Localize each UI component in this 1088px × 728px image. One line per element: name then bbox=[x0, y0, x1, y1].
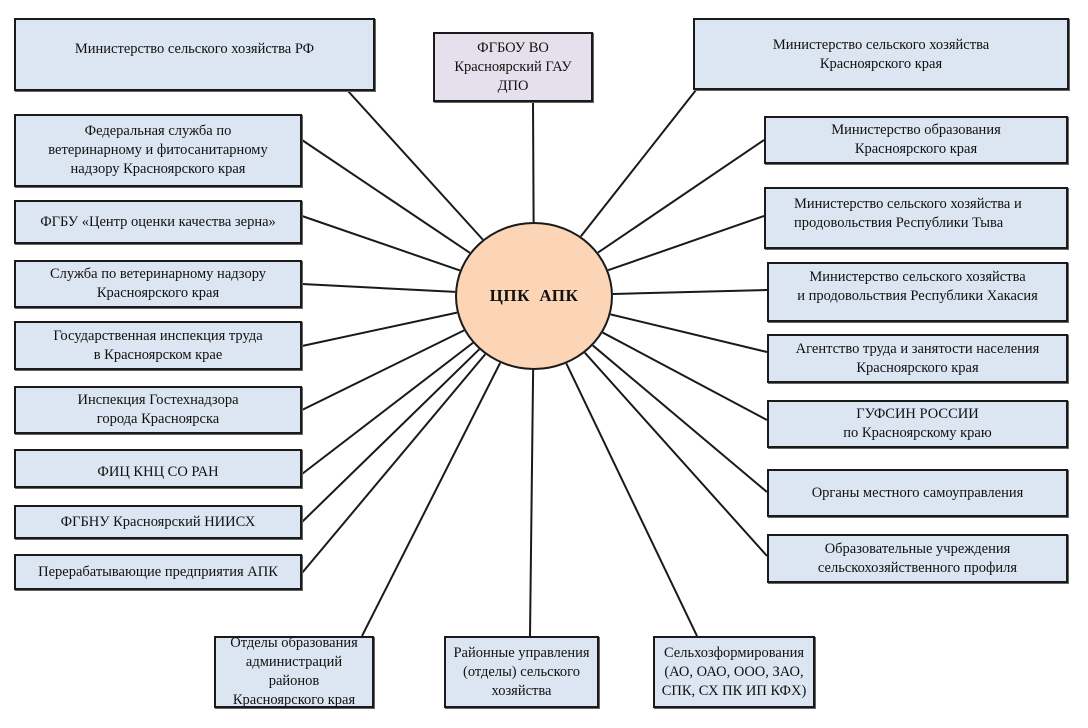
connector-gau bbox=[532, 101, 535, 223]
connector-minselhoz-hakasia bbox=[612, 289, 768, 295]
node-processing: Перерабатывающие предприятия АПК bbox=[14, 554, 302, 590]
node-local-gov: Органы местного самоуправления bbox=[767, 469, 1068, 517]
center-node: ЦПК АПК bbox=[455, 222, 613, 370]
connector-labor-agency bbox=[610, 313, 768, 353]
connector-processing bbox=[301, 353, 487, 574]
node-gufsin: ГУФСИН РОССИИ по Красноярскому краю bbox=[767, 400, 1068, 448]
node-vet-service: Служба по ветеринарному надзору Краснояр… bbox=[14, 260, 302, 308]
connector-minselhoz-tyva bbox=[607, 215, 765, 272]
connector-edu-departments bbox=[361, 362, 502, 637]
node-minselhoz-kray: Министерство сельского хозяйства Красноя… bbox=[693, 18, 1069, 90]
node-gau: ФГБОУ ВО Красноярский ГАУ ДПО bbox=[433, 32, 593, 102]
node-minselhoz-tyva: Министерство сельского хозяйства и продо… bbox=[764, 187, 1068, 249]
node-minselhoz-rf: Министерство сельского хозяйства РФ bbox=[14, 18, 375, 91]
connector-minselhoz-rf bbox=[347, 90, 484, 241]
node-agri-departments: Районные управления (отделы) сельского х… bbox=[444, 636, 599, 708]
connector-edu-institutions bbox=[584, 352, 768, 557]
connector-gufsin bbox=[602, 331, 768, 421]
connector-fic-knc bbox=[301, 342, 474, 475]
node-labor-agency: Агентство труда и занятости населения Кр… bbox=[767, 334, 1068, 383]
connector-local-gov bbox=[592, 344, 768, 493]
connector-minselhoz-kray bbox=[580, 89, 697, 238]
connector-minobr-kray bbox=[597, 139, 765, 254]
node-niish: ФГБНУ Красноярский НИИСХ bbox=[14, 505, 302, 539]
connector-agri-departments bbox=[529, 369, 535, 637]
connector-rosselhoznadzor bbox=[301, 139, 471, 254]
connector-grain-center bbox=[301, 215, 461, 272]
connector-labor-inspection bbox=[301, 311, 458, 347]
node-agri-enterprises: Сельхозформирования (АО, ОАО, ООО, ЗАО, … bbox=[653, 636, 815, 708]
node-edu-institutions: Образовательные учреждения сельскохозяйс… bbox=[767, 534, 1068, 583]
node-labor-inspection: Государственная инспекция труда в Красно… bbox=[14, 321, 302, 370]
node-edu-departments: Отделы образования администраций районов… bbox=[214, 635, 374, 708]
connector-agri-enterprises bbox=[565, 363, 698, 637]
node-gostehnadzor: Инспекция Гостехнадзора города Красноярс… bbox=[14, 386, 302, 434]
node-minselhoz-hakasia: Министерство сельского хозяйства и продо… bbox=[767, 262, 1068, 322]
connector-vet-service bbox=[301, 283, 456, 293]
node-rosselhoznadzor: Федеральная служба по ветеринарному и фи… bbox=[14, 114, 302, 187]
node-grain-center: ФГБУ «Центр оценки качества зерна» bbox=[14, 200, 302, 244]
node-fic-knc: ФИЦ КНЦ СО РАН bbox=[14, 449, 302, 488]
connector-gostehnadzor bbox=[301, 329, 465, 411]
node-minobr-kray: Министерство образования Красноярского к… bbox=[764, 116, 1068, 164]
connector-niish bbox=[301, 348, 480, 523]
